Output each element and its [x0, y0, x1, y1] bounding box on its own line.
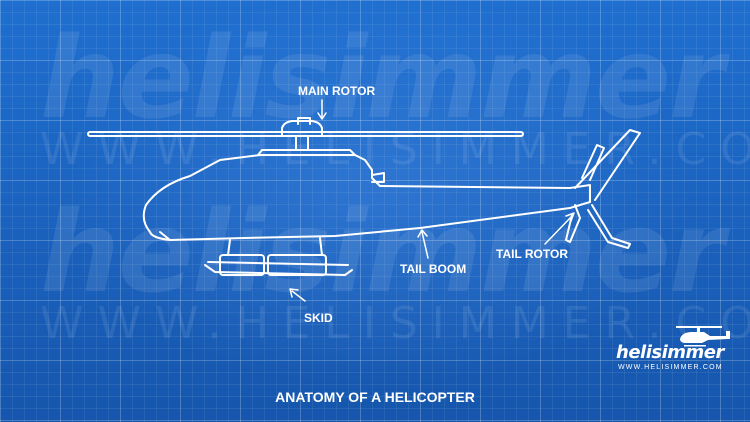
skid-drawing [204, 237, 353, 276]
brand-logo: helisimmer WWW.HELISIMMER.COM [612, 325, 736, 375]
logo-name: helisimmer [616, 342, 724, 363]
fuselage-drawing [142, 149, 591, 241]
label-skid: SKID [304, 311, 333, 325]
tail-fin-drawing [565, 129, 641, 249]
watermark-brand-top: helisimmer [40, 14, 724, 144]
label-main-rotor: MAIN ROTOR [298, 84, 376, 98]
leader-arrows [289, 99, 575, 302]
label-tail-rotor: TAIL ROTOR [496, 247, 568, 261]
helicopter-icon [676, 326, 730, 347]
watermark-brand-bottom: helisimmer [40, 188, 724, 318]
main-rotor-drawing [87, 117, 524, 151]
diagram-title: ANATOMY OF A HELICOPTER [275, 389, 475, 405]
logo-url: WWW.HELISIMMER.COM [618, 364, 723, 371]
watermark-url-bottom: WWW.HELISIMMER.COM [40, 298, 750, 349]
label-tail-boom: TAIL BOOM [400, 262, 467, 276]
